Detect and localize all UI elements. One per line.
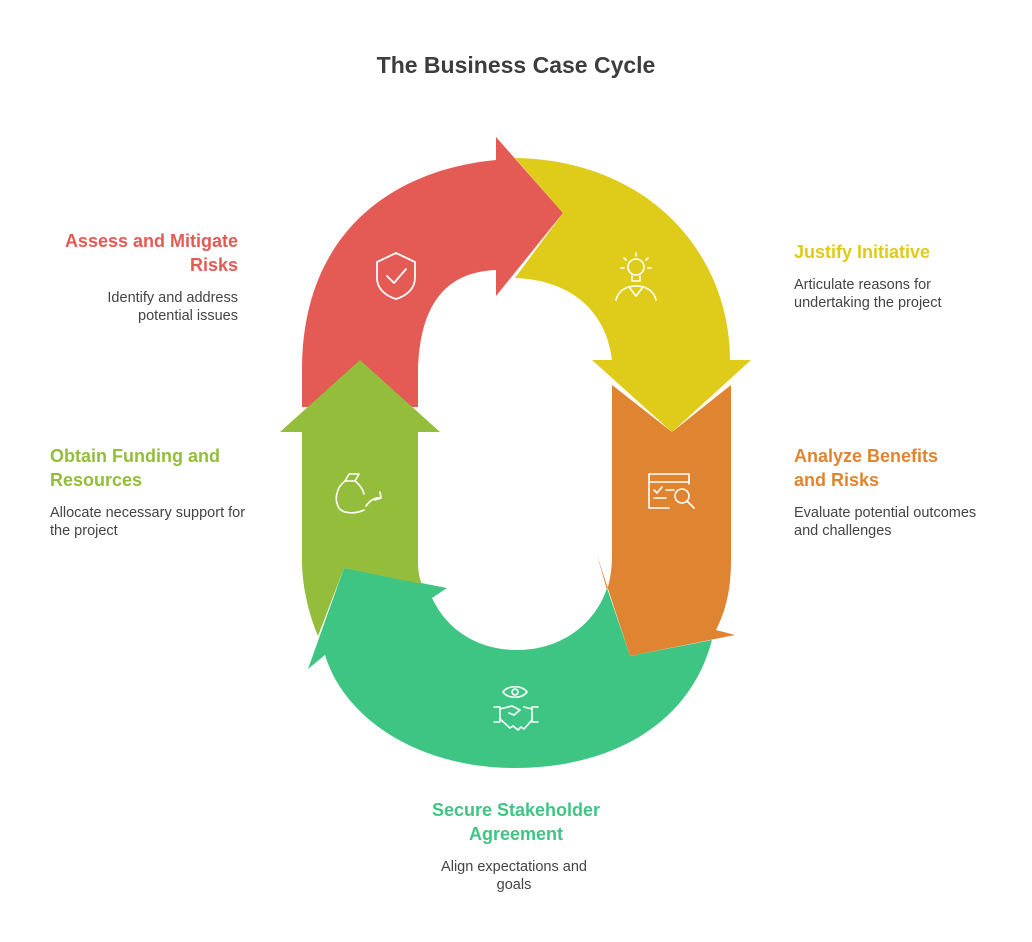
lightbulb-person-icon bbox=[615, 252, 657, 301]
cycle-segment-secure bbox=[308, 568, 712, 768]
cycle-segment-obtain-funding bbox=[280, 360, 440, 636]
step-title-justify: Justify Initiative bbox=[794, 242, 931, 262]
cycle-segment-analyze bbox=[597, 385, 735, 656]
document-magnifier-icon bbox=[648, 473, 695, 509]
step-desc-secure: Align expectations and goals bbox=[441, 859, 587, 893]
step-title-secure: Secure Stakeholder Agreement bbox=[431, 800, 601, 844]
step-title-assess-risks: Assess and Mitigate Risks bbox=[64, 231, 238, 275]
cycle-segment-justify bbox=[515, 158, 751, 432]
step-title-analyze: Analyze Benefits and Risks bbox=[794, 446, 939, 490]
handshake-eye-icon bbox=[493, 685, 539, 731]
step-title-obtain-funding: Obtain Funding and Resources bbox=[50, 446, 220, 490]
shield-check-icon bbox=[376, 252, 416, 300]
money-bag-icon bbox=[335, 473, 382, 514]
step-desc-justify: Articulate reasons for undertaking the p… bbox=[794, 277, 942, 311]
step-desc-assess-risks: Identify and address potential issues bbox=[107, 290, 238, 324]
step-desc-analyze: Evaluate potential outcomes and challeng… bbox=[794, 505, 977, 539]
diagram-title: The Business Case Cycle bbox=[376, 52, 656, 78]
cycle-segment-assess-risks bbox=[302, 137, 563, 407]
step-desc-obtain-funding: Allocate necessary support for the proje… bbox=[50, 505, 246, 539]
